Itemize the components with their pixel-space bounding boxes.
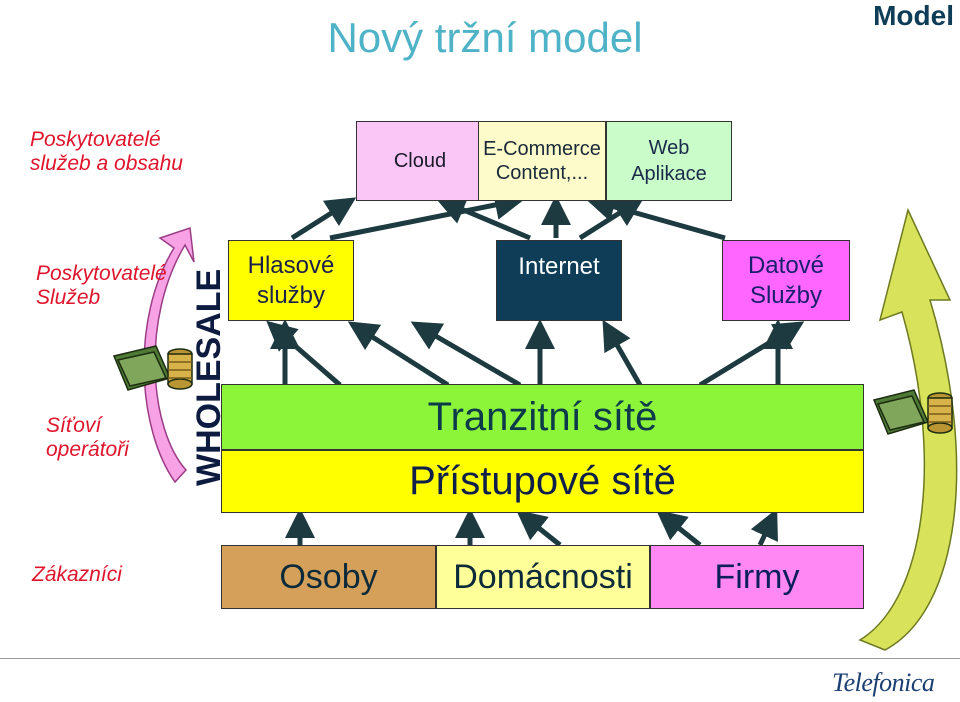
- curved-arrow-left: [143, 226, 195, 484]
- footer-divider: [0, 658, 960, 659]
- content-providers-line1: Poskytovatelé: [30, 128, 161, 151]
- voice-line2: služby: [256, 281, 326, 309]
- data-services-box: Datové Služby: [722, 240, 850, 321]
- telefonica-logo: Telefonica: [832, 668, 935, 697]
- transit-networks-label: Tranzitní sítě: [427, 394, 658, 439]
- service-providers-line1: Poskytovatelé: [36, 262, 167, 285]
- network-operators-line2: operátoři: [46, 438, 129, 461]
- network-operators-line1: Síťoví: [46, 414, 102, 437]
- voice-line1: Hlasové: [247, 251, 335, 279]
- ecommerce-line1: E-Commerce: [483, 138, 601, 160]
- page-title: Nový tržní model: [327, 14, 643, 61]
- customers-label: Zákazníci: [32, 563, 122, 586]
- voice-services-box: Hlasové služby: [228, 240, 354, 321]
- ecommerce-line2: Content,...: [495, 162, 589, 184]
- data-line1: Datové: [747, 251, 825, 279]
- access-networks-bar: Přístupové sítě: [221, 450, 864, 513]
- network-operators-label: Síťoví operátoři: [46, 414, 129, 462]
- web-apps-box: Web Aplikace: [606, 121, 732, 201]
- cloud-box: Cloud: [356, 121, 484, 201]
- web-line2: Aplikace: [631, 163, 707, 185]
- money-stack-icon-right: [872, 389, 953, 435]
- people-label: Osoby: [279, 557, 378, 596]
- customer-households-box: Domácnosti: [436, 545, 650, 609]
- cloud-label: Cloud: [393, 149, 447, 172]
- ecommerce-box: E-Commerce Content,...: [478, 121, 606, 201]
- web-line1: Web: [648, 137, 690, 159]
- content-providers-label: Poskytovatelé služeb a obsahu: [30, 128, 183, 176]
- data-line2: Služby: [749, 281, 823, 309]
- money-stack-icon-left: [112, 345, 193, 391]
- corner-label: Model: [873, 0, 954, 31]
- households-label: Domácnosti: [453, 557, 633, 596]
- transit-networks-bar: Tranzitní sítě: [221, 384, 864, 450]
- companies-label: Firmy: [714, 557, 800, 596]
- access-networks-label: Přístupové sítě: [409, 459, 676, 503]
- customer-people-box: Osoby: [221, 545, 436, 609]
- service-providers-label: Poskytovatelé Služeb: [36, 262, 167, 310]
- service-providers-line2: Služeb: [36, 286, 101, 309]
- content-providers-line2: služeb a obsahu: [30, 152, 183, 175]
- internet-box: Internet: [496, 240, 622, 321]
- internet-label: Internet: [518, 253, 600, 280]
- customer-companies-box: Firmy: [650, 545, 864, 609]
- curved-arrow-right: [858, 207, 958, 651]
